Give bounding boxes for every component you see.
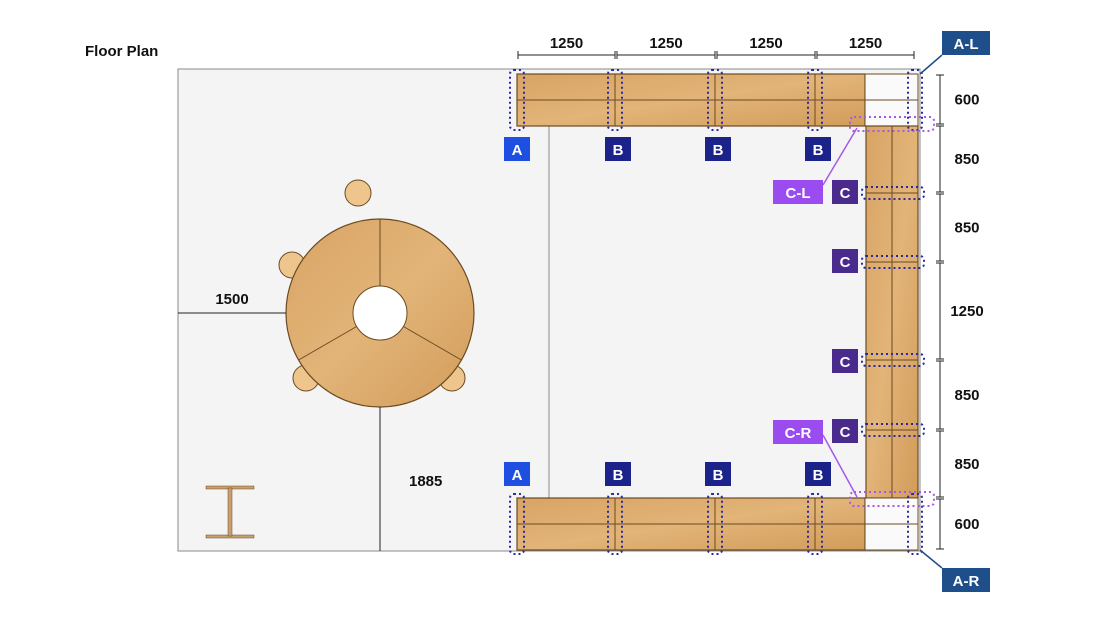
badge-b-bg	[605, 462, 631, 486]
round-table-seam	[403, 326, 462, 361]
left-clearance-label: 1500	[215, 291, 248, 308]
badge-c: C	[840, 354, 851, 371]
leg-connector-c	[861, 255, 925, 269]
badge-b-bg	[705, 137, 731, 161]
leg-connector-cr	[849, 491, 935, 507]
top-dimension-label: 1250	[749, 35, 782, 52]
badge-a-l-bg	[942, 31, 990, 55]
round-table-seam	[298, 326, 357, 361]
ar-pointer	[919, 549, 943, 569]
badge-b: B	[713, 142, 724, 159]
leg-connector-cl	[849, 116, 935, 132]
badge-a-bg	[504, 137, 530, 161]
bottom-clearance-label: 1885	[409, 473, 442, 490]
right-dimension-label: 850	[954, 151, 979, 168]
badge-b: B	[813, 467, 824, 484]
stool	[344, 179, 372, 207]
right-dimension-label: 600	[954, 516, 979, 533]
round-table-hole	[352, 285, 408, 341]
cr-pointer	[822, 434, 858, 498]
badge-c-bg	[832, 180, 858, 204]
badge-c-bg	[832, 249, 858, 273]
badge-c: C	[840, 424, 851, 441]
al-pointer	[919, 54, 943, 75]
badge-c-l-bg	[773, 180, 823, 204]
badge-b-bg	[805, 137, 831, 161]
badge-b: B	[613, 467, 624, 484]
badge-c-bg	[832, 349, 858, 373]
badge-a-bg	[504, 462, 530, 486]
page-title: Floor Plan	[85, 43, 159, 60]
badge-c-bg	[832, 419, 858, 443]
right-dimension-label: 850	[954, 456, 979, 473]
badge-c: C	[840, 185, 851, 202]
badge-a: A	[512, 142, 523, 159]
leg-connector-c	[861, 423, 925, 437]
badge-a: A	[512, 467, 523, 484]
leg-connector-c	[861, 353, 925, 367]
right-dimension-label: 850	[954, 387, 979, 404]
right-dimension-label: 850	[954, 220, 979, 237]
top-dimension-label: 1250	[550, 35, 583, 52]
badge-c-l: C-L	[786, 185, 811, 202]
badge-a-r-bg	[942, 568, 990, 592]
badge-b: B	[813, 142, 824, 159]
badge-b: B	[713, 467, 724, 484]
badge-b-bg	[605, 137, 631, 161]
badge-c: C	[840, 254, 851, 271]
leg-connector-c	[861, 186, 925, 200]
badge-a-l: A-L	[954, 36, 979, 53]
badge-c-r: C-R	[785, 425, 812, 442]
badge-a-r: A-R	[953, 573, 980, 590]
badge-b-bg	[805, 462, 831, 486]
cl-pointer	[822, 127, 858, 186]
top-dimension-label: 1250	[649, 35, 682, 52]
right-dimension-label: 600	[954, 92, 979, 109]
leg-legend-stem	[227, 487, 233, 537]
badge-b: B	[613, 142, 624, 159]
right-dimension-label: 1250	[950, 303, 983, 320]
badge-c-r-bg	[773, 420, 823, 444]
top-dimension-label: 1250	[849, 35, 882, 52]
badge-b-bg	[705, 462, 731, 486]
